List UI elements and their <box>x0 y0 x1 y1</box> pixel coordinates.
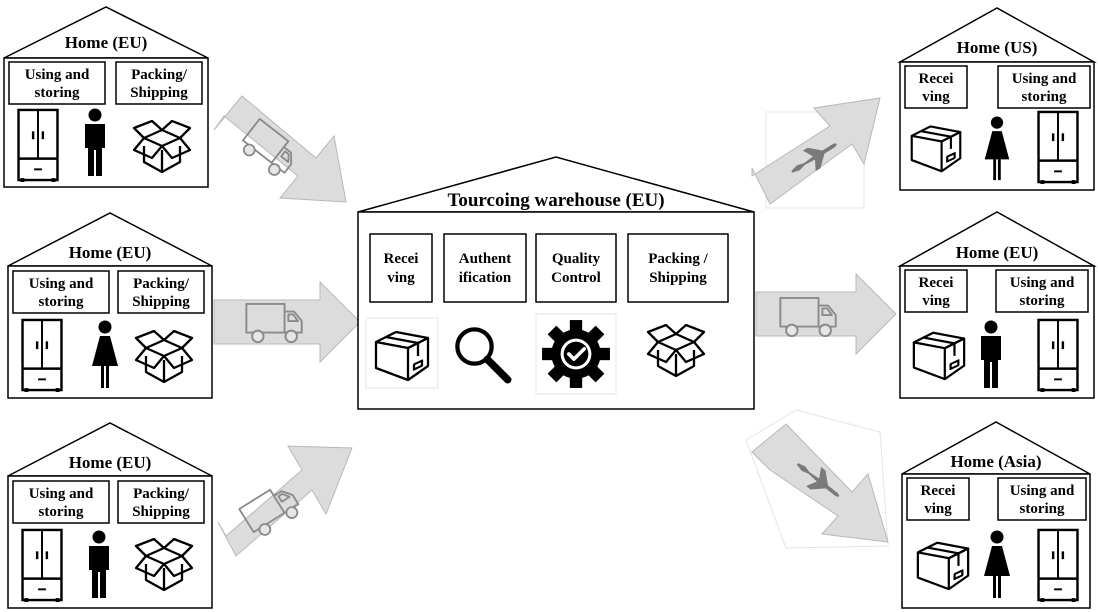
right-label-line2: Shipping <box>130 85 188 101</box>
station-label-line1: Quality <box>552 251 601 267</box>
left-label-line1: Recei <box>919 275 954 291</box>
left-label-line1: Using and <box>29 276 94 292</box>
home-title: Home (EU) <box>69 453 152 472</box>
packing-shipping-box <box>117 270 205 314</box>
arrow-warehouse-to-receiver1 <box>751 97 881 209</box>
arrow-sender2-to-warehouse <box>213 280 361 364</box>
right-label-line2: storing <box>1020 501 1066 517</box>
arrow-sender1-to-warehouse <box>213 95 347 203</box>
receiving-box <box>904 65 968 109</box>
station-label-line1: Recei <box>384 251 419 267</box>
left-label-line1: Using and <box>29 486 94 502</box>
packing-shipping-box <box>117 480 205 524</box>
home-title: Home (EU) <box>956 243 1039 262</box>
right-label-line1: Packing/ <box>133 276 190 292</box>
station-receiving <box>369 233 433 303</box>
station-label-line2: ification <box>459 270 512 286</box>
station-label-line2: ving <box>387 270 415 286</box>
packing-shipping-box <box>115 61 203 105</box>
station-quality-control <box>535 233 617 303</box>
sender-home-3: Home (EU) Using and storing Packing/ Shi… <box>7 422 213 609</box>
arrow-warehouse-to-receiver3 <box>745 409 889 549</box>
right-label-line1: Using and <box>1012 71 1077 87</box>
warehouse: Tourcoing warehouse (EU) Recei ving Auth… <box>357 156 755 410</box>
using-storing-box <box>12 270 110 314</box>
left-label-line2: storing <box>35 85 81 101</box>
arrow-sender3-to-warehouse <box>217 445 353 557</box>
receiver-home-2: Home (EU) Recei ving Using and storing <box>897 211 1097 399</box>
left-label-line1: Using and <box>25 67 90 83</box>
left-label-line2: ving <box>924 501 952 517</box>
using-storing-box <box>997 477 1087 521</box>
station-packing-shipping <box>627 233 729 303</box>
station-label-line1: Packing / <box>648 251 708 267</box>
station-label-line2: Shipping <box>649 270 707 286</box>
home-title: Home (EU) <box>69 243 152 262</box>
gear-check-icon <box>540 318 612 390</box>
left-label-line2: ving <box>922 293 950 309</box>
left-label-line1: Recei <box>919 71 954 87</box>
right-label-line2: Shipping <box>132 294 190 310</box>
receiver-home-1: Home (US) Recei ving Using and storing <box>897 7 1097 191</box>
using-storing-box <box>997 65 1091 109</box>
warehouse-title: Tourcoing warehouse (EU) <box>447 190 664 211</box>
home-title: Home (EU) <box>65 33 148 52</box>
left-label-line2: ving <box>922 89 950 105</box>
right-label-line1: Packing/ <box>133 486 190 502</box>
sender-home-1: Home (EU) Using and storing Packing/ Shi… <box>3 6 209 188</box>
sender-home-2: Home (EU) Using and storing Packing/ Shi… <box>7 212 213 399</box>
station-authentification <box>443 233 527 303</box>
left-label-line2: storing <box>39 504 85 520</box>
right-label-line2: storing <box>1022 89 1068 105</box>
receiving-box <box>906 477 970 521</box>
receiver-home-3: Home (Asia) Recei ving Using and storing <box>901 421 1091 609</box>
receiving-box <box>904 269 968 313</box>
right-label-line1: Using and <box>1010 483 1075 499</box>
right-label-line2: Shipping <box>132 504 190 520</box>
right-label-line1: Using and <box>1010 275 1075 291</box>
arrow-warehouse-to-receiver2 <box>755 272 897 356</box>
home-title: Home (US) <box>957 38 1038 57</box>
using-storing-box <box>995 269 1089 313</box>
right-label-line2: storing <box>1020 293 1066 309</box>
using-storing-box <box>8 61 106 105</box>
station-label-line1: Authent <box>459 251 512 267</box>
station-label-line2: Control <box>551 270 601 286</box>
right-label-line1: Packing/ <box>131 67 188 83</box>
left-label-line2: storing <box>39 294 85 310</box>
using-storing-box <box>12 480 110 524</box>
left-label-line1: Recei <box>921 483 956 499</box>
home-title: Home (Asia) <box>950 452 1041 471</box>
